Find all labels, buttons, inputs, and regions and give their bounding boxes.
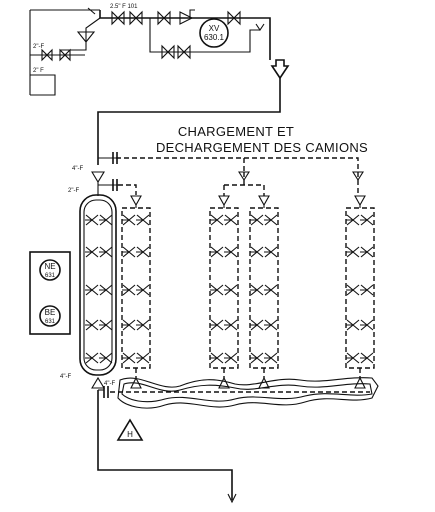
rack-outlet-valve xyxy=(354,376,366,389)
title-line-2: DECHARGEMENT DES CAMIONS xyxy=(156,140,368,155)
spray-nozzle-icon xyxy=(264,319,278,331)
pipe-size-label-1: 4"-F xyxy=(72,166,83,172)
xv-valve-circle xyxy=(199,18,229,48)
xv-valve-tag: XV xyxy=(209,24,220,33)
spray-nozzle-icon xyxy=(360,319,374,331)
spray-nozzle-icon xyxy=(224,284,238,296)
spray-nozzle-icon xyxy=(122,284,136,296)
spray-nozzle-icon xyxy=(210,284,224,296)
vessel-spray-icon xyxy=(99,319,113,331)
ne-instrument-tag: NE xyxy=(44,262,55,271)
loading-racks xyxy=(85,171,375,389)
xv-valve-number: 630.1 xyxy=(204,33,225,42)
spray-nozzle-icon xyxy=(346,352,360,364)
pipe-size-label-2: 2"-F xyxy=(68,188,79,194)
spray-nozzle-icon xyxy=(122,214,136,226)
reducer-symbol xyxy=(76,31,96,43)
spray-nozzle-icon xyxy=(264,246,278,258)
ne-instrument-number: 631 xyxy=(45,273,56,279)
vessel-spray-icon xyxy=(99,246,113,258)
spray-nozzle-icon xyxy=(346,319,360,331)
spray-nozzle-icon xyxy=(346,246,360,258)
spray-nozzle-icon xyxy=(136,319,150,331)
spray-nozzle-icon xyxy=(210,246,224,258)
spray-nozzle-icon xyxy=(346,284,360,296)
top-piping-detail: 2.5" F 101 2"-F 2" F XV 630.1 xyxy=(29,4,271,96)
drain-arrow xyxy=(227,493,237,504)
spray-nozzle-icon xyxy=(264,214,278,226)
vessel-spray-icon xyxy=(85,214,99,226)
pipe-size-label-3: 4"-F xyxy=(60,374,71,380)
spray-nozzle-icon xyxy=(360,284,374,296)
spray-nozzle-icon xyxy=(360,246,374,258)
vessel-spray-icon xyxy=(99,214,113,226)
be-instrument-tag: BE xyxy=(45,308,56,317)
spray-nozzle-icon xyxy=(264,352,278,364)
header-valve-middle xyxy=(238,171,250,182)
be-instrument xyxy=(39,305,61,327)
rack-inlet-valve xyxy=(130,195,142,207)
spray-nozzle-icon xyxy=(210,352,224,364)
spray-nozzle-icon xyxy=(136,352,150,364)
dashed-header-top xyxy=(116,157,359,172)
collection-area-outline xyxy=(117,377,379,409)
vessel-spray-icon xyxy=(99,284,113,296)
spray-nozzle-icon xyxy=(136,214,150,226)
vessel-spray-icon xyxy=(85,246,99,258)
vessel-spray-icon xyxy=(99,352,113,364)
ne-instrument xyxy=(39,259,61,281)
gate-valve-2 xyxy=(129,10,143,26)
hazard-letter: H xyxy=(127,430,133,439)
spray-nozzle-icon xyxy=(250,352,264,364)
gate-valve-8 xyxy=(59,48,71,62)
rack-outlet-valve xyxy=(218,376,230,389)
spray-nozzle-icon xyxy=(224,319,238,331)
gate-valve-6 xyxy=(177,44,191,60)
spray-nozzle-icon xyxy=(122,352,136,364)
be-instrument-number: 631 xyxy=(45,319,56,325)
spray-nozzle-icon xyxy=(136,246,150,258)
spray-nozzle-icon xyxy=(360,352,374,364)
flow-arrow-down xyxy=(270,59,290,80)
spray-nozzle-icon xyxy=(122,319,136,331)
vessel-spray-icon xyxy=(85,352,99,364)
gate-valve-1 xyxy=(111,10,125,26)
spray-nozzle-icon xyxy=(250,319,264,331)
gate-valve-5 xyxy=(161,44,175,60)
spray-nozzle-icon xyxy=(250,284,264,296)
spray-nozzle-icon xyxy=(210,214,224,226)
spray-nozzle-icon xyxy=(224,246,238,258)
top-small-label-a: 2.5" F 101 xyxy=(110,4,138,10)
header-valve-right xyxy=(352,171,364,182)
header-branch-middle xyxy=(223,172,265,196)
top-small-label-b: 2" F xyxy=(33,68,44,74)
check-valve xyxy=(179,11,194,25)
title-line-1: CHARGEMENT ET xyxy=(178,124,294,139)
spray-nozzle-icon xyxy=(264,284,278,296)
vessel-spray-icon xyxy=(85,319,99,331)
gate-valve-7 xyxy=(41,48,53,62)
vessel-spray-icon xyxy=(85,284,99,296)
top-pipe-label: 2"-F xyxy=(33,44,44,50)
spray-nozzle-icon xyxy=(250,214,264,226)
spray-nozzle-icon xyxy=(224,214,238,226)
main-vessel xyxy=(79,171,117,389)
spray-nozzle-icon xyxy=(360,214,374,226)
hazard-triangle xyxy=(116,418,144,441)
spray-nozzle-icon xyxy=(224,352,238,364)
gate-valve-3 xyxy=(157,10,171,26)
rack-inlet-valve xyxy=(218,195,230,207)
instrument-panel xyxy=(29,251,71,335)
spray-nozzle-icon xyxy=(122,246,136,258)
spray-nozzle-icon xyxy=(250,246,264,258)
spray-nozzle-icon xyxy=(210,319,224,331)
gate-valve-4 xyxy=(227,10,241,26)
spray-nozzle-icon xyxy=(136,284,150,296)
spray-nozzle-icon xyxy=(346,214,360,226)
rack-inlet-valve xyxy=(354,195,366,207)
pipe-size-label-4: 4"-F xyxy=(104,381,115,387)
rack-inlet-valve xyxy=(258,195,270,207)
